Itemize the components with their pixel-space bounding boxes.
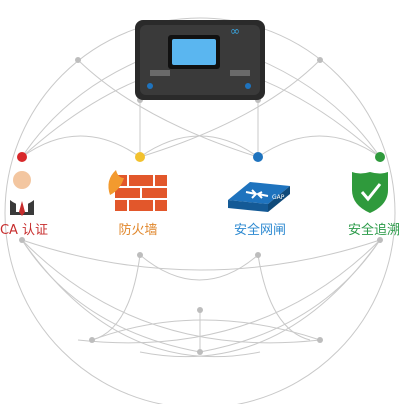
connection-lines [4,17,396,404]
node-dot-gateway [253,152,263,162]
junction-dot [197,307,203,313]
firewall-icon [108,170,167,211]
shield-check-icon [352,172,388,213]
junction-dot [19,237,25,243]
gap-tag: GAP [272,194,285,201]
node-label-firewall: 防火墙 [118,223,158,238]
junction-dot [197,349,203,355]
junction-dot [137,252,143,258]
security-appliance-icon: ∞ [135,20,265,100]
junction-dot [89,337,95,343]
gateway-icon: GAP [228,182,290,212]
node-label-gateway: 安全网闸 [233,223,287,238]
user-icon [10,171,34,216]
device-badge: ∞ [230,24,240,38]
junction-dot [377,237,383,243]
junction-dots [19,57,383,355]
outer-ring [4,17,396,404]
junction-dot [255,252,261,258]
node-dot-trace [375,152,385,162]
junction-dot [317,337,323,343]
node-label-ca: CA 认证 [0,223,49,238]
junction-dot [75,57,81,63]
node-label-trace: 安全追溯 [347,223,401,238]
node-dot-ca [17,152,27,162]
junction-dot [317,57,323,63]
node-dot-firewall [135,152,145,162]
